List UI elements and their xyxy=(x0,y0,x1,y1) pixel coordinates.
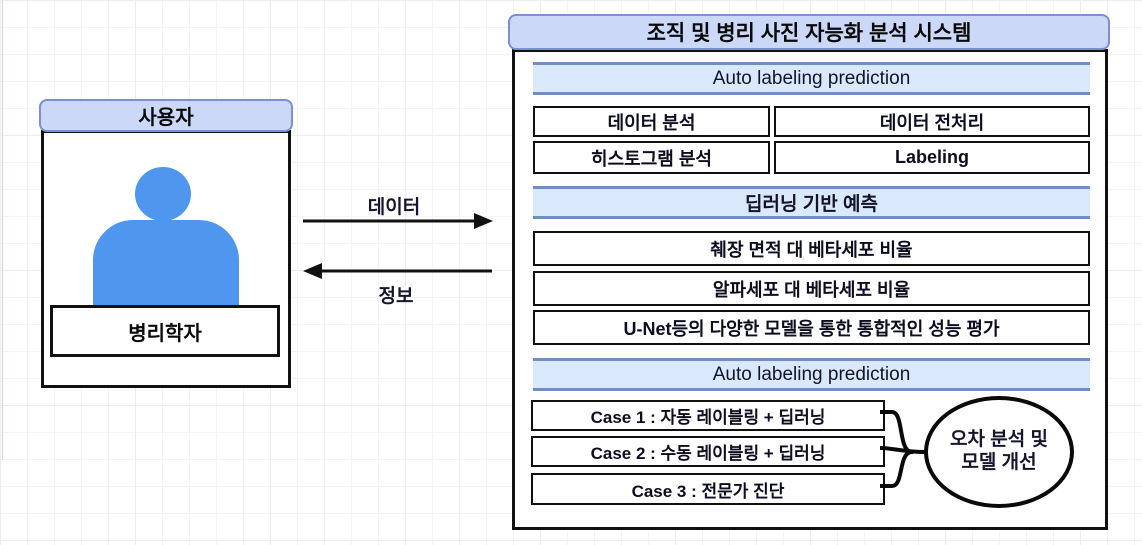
brace-connector xyxy=(880,410,926,488)
info-flow-label: 정보 xyxy=(378,286,414,307)
box-data-analysis: 데이터 분석 xyxy=(533,106,770,137)
feedback-circle: 오차 분석 및 모델 개선 xyxy=(924,396,1074,508)
system-title: 조직 및 병리 사진 자능화 분석 시스템 xyxy=(508,14,1110,50)
section-1-header: Auto labeling prediction xyxy=(533,62,1090,95)
feedback-line-1: 오차 분석 및 xyxy=(950,429,1048,451)
info-arrow-head xyxy=(303,263,322,279)
data-flow-label: 데이터 xyxy=(367,197,421,218)
person-icon xyxy=(135,167,191,221)
box-pancreas-beta-ratio: 췌장 면적 대 베타세포 비율 xyxy=(533,231,1090,266)
section-2-header: 딥러닝 기반 예측 xyxy=(533,186,1090,219)
user-panel-title: 사용자 xyxy=(39,99,293,132)
role-label-box: 병리학자 xyxy=(50,305,280,357)
user-panel: 사용자 병리학자 xyxy=(39,99,293,388)
feedback-line-2: 모델 개선 xyxy=(961,452,1037,473)
box-case-2: Case 2 : 수동 레이블링 + 딥러닝 xyxy=(531,436,885,467)
box-alpha-beta-ratio: 알파세포 대 베타세포 비율 xyxy=(533,271,1090,306)
page-edge-line xyxy=(2,0,3,460)
person-icon-body xyxy=(93,220,239,308)
box-case-1: Case 1 : 자동 레이블링 + 딥러닝 xyxy=(531,400,885,431)
box-unet-evaluation: U-Net등의 다양한 모델을 통한 통합적인 성능 평가 xyxy=(533,310,1090,345)
box-labeling: Labeling xyxy=(774,141,1090,174)
box-case-3: Case 3 : 전문가 진단 xyxy=(531,473,885,505)
box-data-preprocessing: 데이터 전처리 xyxy=(774,106,1090,137)
box-histogram-analysis: 히스토그램 분석 xyxy=(533,141,770,174)
section-3-header: Auto labeling prediction xyxy=(533,358,1090,391)
data-arrow-head xyxy=(474,213,493,229)
